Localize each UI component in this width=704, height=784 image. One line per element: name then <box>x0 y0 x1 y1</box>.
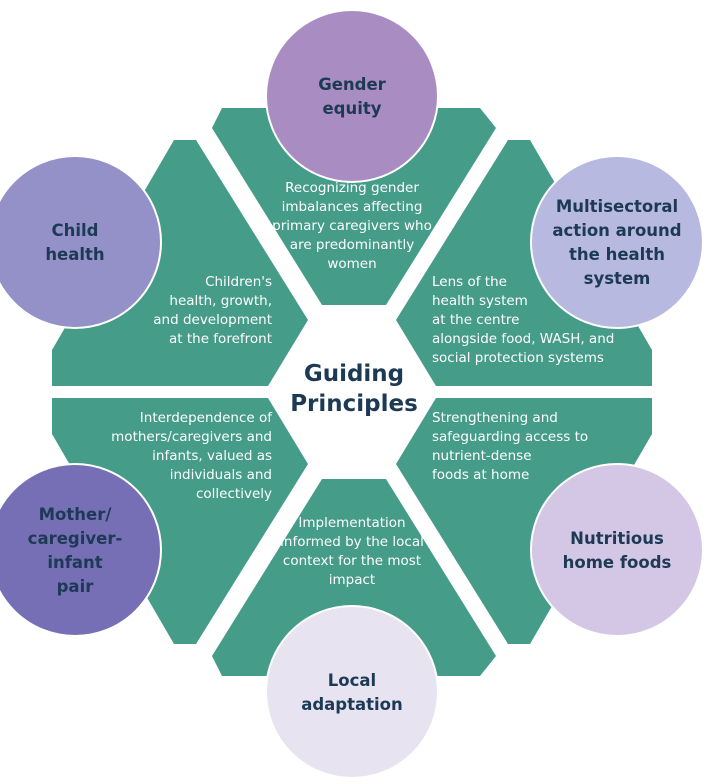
principle-circle <box>530 463 704 637</box>
principle-local-adaptation: Local adaptation <box>265 605 439 779</box>
principle-nutritious-home-foods: Nutritious home foods <box>530 463 704 637</box>
segment-local-adaptation <box>212 479 496 676</box>
principle-name-line: Nutritious <box>570 529 664 548</box>
principle-multisectoral-action: Multisectoral action around the health syst… <box>530 155 704 329</box>
segment-gender-equity <box>212 108 496 305</box>
principle-name-line: health <box>45 245 104 264</box>
principle-circle <box>265 605 439 779</box>
segments-layer <box>52 108 652 676</box>
center-hub: Guiding Principles <box>280 320 424 464</box>
principle-name-line: Gender <box>318 75 386 94</box>
segment-nutritious-home-foods <box>396 398 652 644</box>
principle-name-line: the health <box>569 245 665 264</box>
segment-multisectoral-action <box>396 140 652 386</box>
principle-circle <box>265 9 439 183</box>
segment-child-health <box>52 140 308 386</box>
principle-name-line: Local <box>328 671 376 690</box>
principle-name-line: infant <box>47 553 102 572</box>
principle-name-line: home foods <box>563 553 672 572</box>
principle-name-line: Mother/ <box>39 505 113 524</box>
principle-name-line: equity <box>322 99 381 118</box>
principle-circle <box>0 463 162 637</box>
principle-name-line: pair <box>57 577 95 596</box>
center-title-line2: Principles <box>290 391 418 417</box>
principle-name-line: caregiver- <box>28 529 123 548</box>
principle-name-line: system <box>584 269 651 288</box>
principle-mother-caregiver-infant-pair: Mother/caregiver-infant pair <box>0 463 162 637</box>
principle-child-health: Child health <box>0 155 162 329</box>
principle-circle <box>0 155 162 329</box>
principle-name-line: Child <box>52 221 99 240</box>
principle-name-line: action around <box>552 221 681 240</box>
principle-name-line: adaptation <box>301 695 403 714</box>
principle-name-line: Multisectoral <box>556 197 678 216</box>
center-title-line1: Guiding <box>304 361 404 387</box>
segment-mother-caregiver-infant-pair <box>52 398 308 644</box>
principle-gender-equity: Gender equity <box>265 9 439 183</box>
principle-circle <box>530 155 704 329</box>
center-circle <box>280 320 424 464</box>
